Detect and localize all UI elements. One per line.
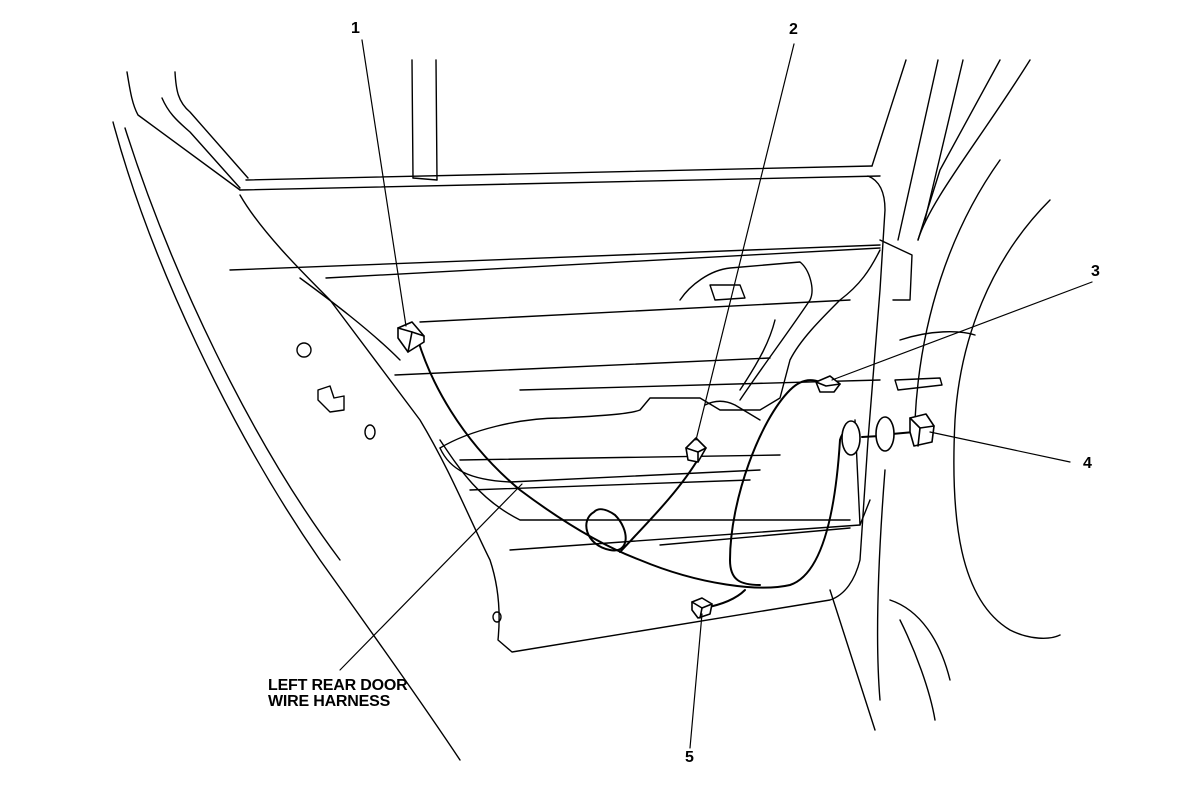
- callout-5: 5: [685, 749, 694, 766]
- leader-line-5: [689, 613, 703, 749]
- door-outer-frame: [112, 59, 1031, 761]
- callout-4: 4: [1083, 455, 1092, 472]
- door-holes: [296, 342, 502, 623]
- connectors: [397, 321, 935, 619]
- harness-label-line2: WIRE HARNESS: [268, 693, 391, 710]
- connector-5-icon: [691, 597, 713, 619]
- leader-lines: [339, 39, 1093, 749]
- callout-2: 2: [789, 21, 798, 38]
- callout-1: 1: [351, 20, 360, 37]
- callout-3: 3: [1091, 263, 1100, 280]
- connector-4-grommets-icon: [841, 413, 935, 456]
- connector-2-icon: [685, 437, 707, 463]
- door-inner-panel: [229, 175, 913, 653]
- connector-1-icon: [397, 321, 425, 353]
- harness-label-line1: LEFT REAR DOOR: [268, 677, 408, 694]
- leader-line-harness: [339, 483, 523, 671]
- leader-line-3: [831, 281, 1093, 381]
- body-side-panel: [829, 159, 1061, 731]
- harness-label: LEFT REAR DOOR WIRE HARNESS: [268, 677, 408, 710]
- leader-line-1: [361, 39, 407, 327]
- leader-line-2: [695, 43, 795, 441]
- connector-3-icon: [815, 375, 841, 393]
- leader-line-4: [929, 431, 1071, 463]
- wire-harness: [417, 339, 915, 609]
